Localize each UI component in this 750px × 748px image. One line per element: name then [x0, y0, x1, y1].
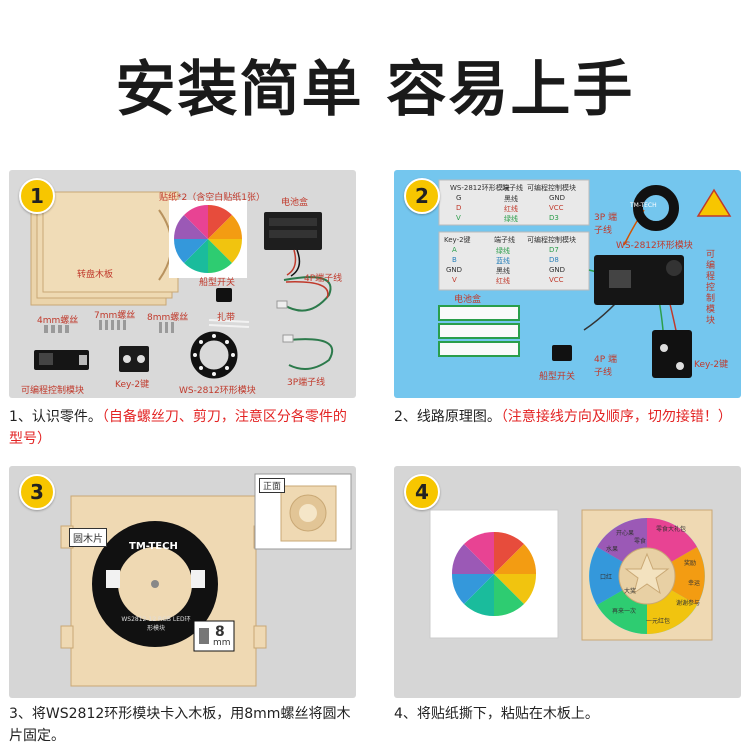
step3-number-badge: 3: [19, 474, 55, 510]
step1-caption-main: 1、认识零件。: [9, 409, 102, 425]
wire-4p-label: 4P端子线: [304, 274, 343, 284]
t1-r1-c1: G: [456, 194, 462, 202]
battery-box-label: 电池盒: [454, 295, 482, 305]
sticker-color-wheel: [451, 531, 537, 617]
wire-3p-label: 3P 端子线: [594, 213, 618, 236]
wire-4p-label: 4P 端子线: [594, 355, 618, 378]
turntable-board-label: 转盘木板: [77, 270, 114, 280]
step1-caption-note: （自备螺丝刀、剪刀，注意区分各零件的型号）: [9, 409, 347, 447]
t1-r2-c2: 红线: [504, 205, 518, 213]
t2-r2-c3: D8: [549, 256, 559, 264]
t2-r3-c3: GND: [549, 266, 566, 274]
wheel-text-8: 水果: [606, 546, 619, 553]
screw-size: 8: [215, 624, 225, 640]
t1-r3-c3: D3: [549, 214, 559, 222]
t1-h1: WS-2812环形模块: [450, 184, 510, 192]
parts-illustration: [30, 191, 334, 379]
step1-panel: 1 贴纸*2（含空白贴纸1张） 电池盒 转盘木板 船型开关 4P端子线 4mm螺…: [9, 170, 356, 398]
rocker-switch-label: 船型开关: [199, 278, 236, 288]
t2-r3-c1: GND: [446, 266, 463, 274]
screw-8mm-label: 8mm螺丝: [147, 313, 189, 323]
page-title: 安装简单 容易上手: [115, 55, 635, 125]
wheel-text-4: 谢谢参与: [676, 600, 701, 607]
t2-r4-c1: V: [452, 276, 457, 284]
step1-number-badge: 1: [19, 178, 55, 214]
step2-caption-note: （注意接线方向及顺序，切勿接错！）: [500, 409, 732, 425]
step1-caption: 1、认识零件。（自备螺丝刀、剪刀，注意区分各零件的型号）: [9, 406, 359, 450]
t2-r4-c3: VCC: [549, 276, 564, 284]
module-text: WS2812-12 RGB LED环形模块: [121, 616, 191, 632]
wheel-text-10: 幸运: [688, 580, 701, 587]
t2-h1: Key-2键: [444, 236, 471, 244]
ring-board-illustration: [60, 473, 352, 687]
t2-r1-c3: D7: [549, 246, 559, 254]
wheel-text-9: 零食: [634, 538, 647, 545]
wheel-text-11: 大奖: [624, 588, 637, 595]
t1-r1-c2: 黑线: [504, 195, 518, 203]
step4-number-badge: 4: [404, 474, 440, 510]
t1-r3-c1: V: [456, 214, 461, 222]
t2-r1-c1: A: [452, 246, 457, 254]
round-wood-label: 圆木片: [69, 528, 107, 547]
wheel-text-2: 零食大礼包: [656, 526, 687, 533]
screw-4mm-label: 4mm螺丝: [37, 316, 79, 326]
t2-r2-c1: B: [452, 256, 457, 264]
wheel-text-6: 再来一次: [612, 608, 637, 615]
t1-r1-c3: GND: [549, 194, 566, 202]
rocker-switch-label: 船型开关: [539, 372, 576, 382]
wheel-text-1: 开心果: [616, 530, 635, 537]
step3-caption: 3、将WS2812环形模块卡入木板，用8mm螺丝将圆木片固定。: [9, 706, 351, 744]
wheel-text-5: 一元红包: [646, 618, 671, 625]
step3-panel: 3 圆木片 正面 TM-TECH WS2812-12 RGB LED环形模块 8…: [9, 466, 356, 698]
t2-h3: 可编程控制模块: [527, 236, 576, 244]
t2-h2: 端子线: [494, 236, 515, 244]
step4-panel: 4 开心果 零食大礼包 奖励 谢谢参与 一元红包 再来一次 口红 水果 零食 幸…: [394, 466, 741, 698]
step2-caption-main: 2、线路原理图。: [394, 409, 501, 425]
key2-label: Key-2键: [694, 360, 729, 370]
battery-box-label: 电池盒: [281, 198, 309, 208]
t2-r1-c2: 绿线: [496, 247, 510, 255]
t1-r2-c3: VCC: [549, 204, 564, 212]
screw-unit: mm: [213, 638, 231, 648]
controller-label: 可编程控制模块: [21, 386, 85, 396]
step2-number-badge: 2: [404, 178, 440, 214]
controller-label: 可编程控制模块: [706, 250, 716, 326]
color-wheel-sticker: [174, 205, 242, 273]
t1-r3-c2: 绿线: [504, 215, 518, 223]
t1-r2-c1: D: [456, 204, 462, 212]
wire-3p-label: 3P端子线: [287, 378, 326, 388]
step2-caption: 2、线路原理图。（注意接线方向及顺序，切勿接错！）: [394, 406, 746, 428]
t1-h3: 可编程控制模块: [527, 184, 576, 192]
ring-module-label: WS-2812环形模块: [616, 241, 693, 251]
wiring-diagram: [438, 179, 732, 378]
wheel-text-3: 奖励: [684, 560, 697, 567]
brand-label: TM-TECH: [630, 202, 657, 209]
sticker-label: 贴纸*2（含空白贴纸1张）: [159, 193, 265, 203]
key2-label: Key-2键: [115, 380, 150, 390]
cable-tie-label: 扎带: [217, 313, 236, 323]
front-label: 正面: [259, 478, 286, 493]
t2-r2-c2: 蓝线: [496, 257, 510, 265]
sticker-illustration: [429, 509, 713, 641]
screw-7mm-label: 7mm螺丝: [94, 311, 136, 321]
step4-caption: 4、将贴纸撕下，粘贴在木板上。: [394, 706, 599, 722]
ring-module-label: WS-2812环形模块: [179, 386, 256, 396]
step2-panel: 2 WS-2812环形模块 端子线 可编程控制模块 G 黑线 GND D 红线 …: [394, 170, 741, 398]
brand-label: TM-TECH: [129, 541, 178, 552]
wheel-text-7: 口红: [600, 574, 613, 581]
t2-r3-c2: 黑线: [496, 267, 510, 275]
t1-h2: 端子线: [502, 184, 523, 192]
t2-r4-c2: 红线: [496, 277, 510, 285]
